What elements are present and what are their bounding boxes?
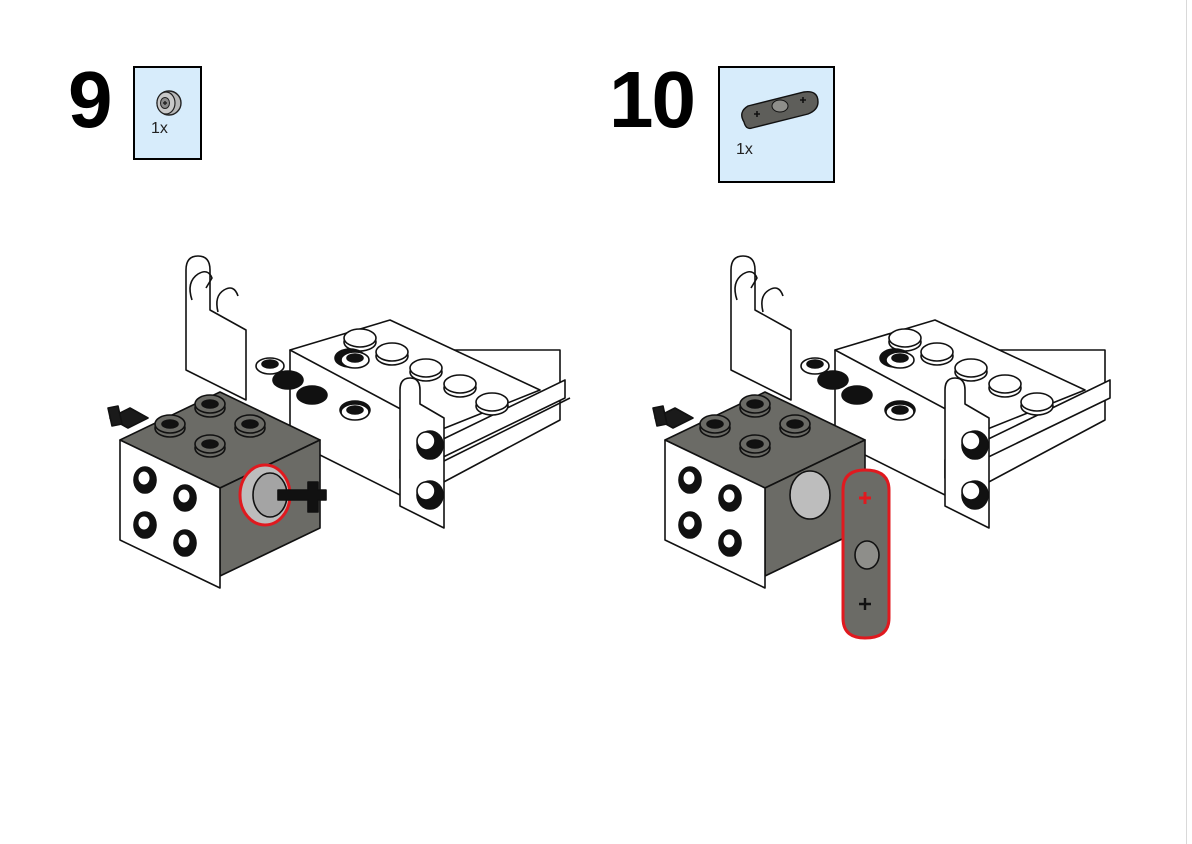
bush-half-icon (149, 86, 189, 125)
step-10: 10 1x (545, 0, 1111, 844)
step-number: 10 (609, 55, 696, 144)
assembly-illustration (100, 240, 580, 605)
beam-3-icon (734, 86, 824, 139)
part-count: 1x (151, 120, 168, 137)
step-9: 9 1x (0, 0, 571, 844)
parts-list-box: 1x (133, 66, 202, 160)
step-number: 9 (68, 55, 112, 144)
page-edge (1186, 0, 1187, 844)
assembly-illustration (645, 240, 1125, 645)
parts-list-box: 1x (718, 66, 835, 183)
part-count: 1x (736, 141, 753, 158)
